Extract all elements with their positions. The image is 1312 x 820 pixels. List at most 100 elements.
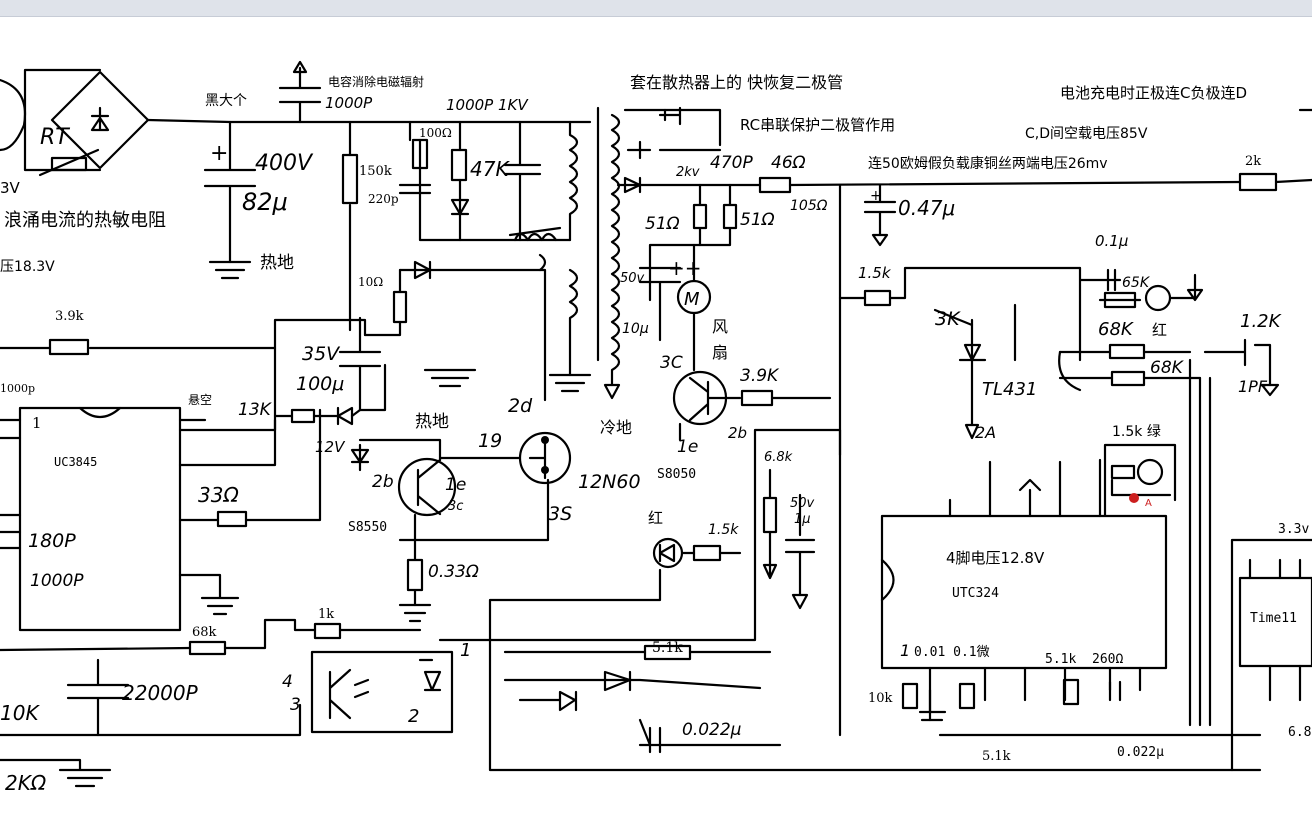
svg-text:2d: 2d (508, 395, 533, 417)
svg-text:0.1μ: 0.1μ (1095, 232, 1128, 250)
svg-text:3K: 3K (935, 308, 961, 330)
svg-text:220p: 220p (368, 192, 399, 206)
svg-text:2b: 2b (728, 424, 747, 442)
optocoupler: 4 3 2 1 (282, 640, 471, 734)
svg-text:10K: 10K (0, 701, 40, 725)
svg-text:0.47μ: 0.47μ (898, 196, 955, 220)
svg-text:2KΩ: 2KΩ (5, 771, 47, 795)
svg-text:0.022μ: 0.022μ (682, 720, 742, 740)
svg-text:3C: 3C (660, 353, 683, 373)
svg-text:++: ++ (668, 256, 702, 280)
svg-text:悬空: 悬空 (188, 393, 212, 407)
svg-text:2: 2 (408, 706, 419, 727)
svg-text:3.9K: 3.9K (740, 366, 780, 386)
svg-text:1μ: 1μ (794, 512, 811, 527)
svg-text:10k: 10k (868, 691, 893, 706)
svg-text:UTC324: UTC324 (952, 586, 999, 601)
transistor-s8050: 1e 2b S8050 (657, 370, 747, 482)
svg-text:1.5k 绿: 1.5k 绿 (1112, 424, 1161, 440)
svg-text:0.33Ω: 0.33Ω (428, 562, 479, 582)
svg-text:黑大个: 黑大个 (205, 93, 247, 109)
svg-text:22000P: 22000P (122, 681, 199, 705)
transistor-s8550: 2b 3c 1e S8550 (348, 457, 466, 535)
svg-text:0.01 0.1微: 0.01 0.1微 (914, 645, 990, 660)
svg-text:5.1k: 5.1k (1045, 652, 1076, 667)
svg-text:5.1k: 5.1k (982, 749, 1011, 764)
svg-text:400V: 400V (255, 151, 314, 176)
svg-text:35V: 35V (302, 343, 341, 365)
startup-resistor-10r: 10Ω (358, 260, 547, 402)
svg-text:电容消除电磁辐射: 电容消除电磁辐射 (328, 74, 424, 89)
transformer-primary (508, 120, 592, 393)
svg-text:热地: 热地 (415, 412, 449, 432)
svg-text:5.1k: 5.1k (652, 640, 683, 656)
svg-text:10Ω: 10Ω (358, 275, 383, 289)
svg-text:2k: 2k (1245, 154, 1261, 169)
timer-chip: Time11 (1238, 576, 1312, 668)
svg-text:扇: 扇 (712, 343, 728, 362)
svg-text:1: 1 (900, 641, 910, 660)
svg-text:3.3v: 3.3v (1278, 522, 1309, 537)
svg-text:1PF: 1PF (1238, 377, 1268, 396)
svg-text:100Ω: 100Ω (419, 126, 452, 140)
svg-text:压18.3V: 压18.3V (0, 259, 55, 275)
svg-text:M: M (684, 289, 700, 310)
svg-text:50v: 50v (620, 271, 645, 286)
svg-text:12V: 12V (315, 438, 346, 456)
capacitor-22000p: 22000P (66, 658, 199, 737)
svg-text:1: 1 (32, 414, 42, 432)
svg-text:S8050: S8050 (657, 467, 696, 482)
svg-text:A: A (1145, 498, 1152, 509)
svg-text:82μ: 82μ (242, 188, 288, 216)
svg-text:65K: 65K (1122, 275, 1151, 291)
svg-text:1.5k: 1.5k (858, 264, 892, 282)
svg-text:51Ω: 51Ω (645, 214, 680, 234)
svg-text:UC3845: UC3845 (54, 455, 97, 469)
svg-text:风: 风 (712, 317, 728, 336)
svg-text:冷地: 冷地 (600, 418, 632, 437)
svg-text:51Ω: 51Ω (740, 210, 775, 230)
svg-text:12N60: 12N60 (578, 471, 641, 493)
svg-text:电池充电时正极连C负极连D: 电池充电时正极连C负极连D (1060, 84, 1247, 102)
svg-text:RC串联保护二极管作用: RC串联保护二极管作用 (740, 116, 895, 134)
svg-text:10μ: 10μ (622, 321, 649, 337)
svg-text:2b: 2b (372, 472, 394, 492)
svg-text:180P: 180P (28, 530, 76, 552)
vcc-capacitor: 35V 100μ (296, 316, 477, 412)
svg-text:TL431: TL431 (982, 379, 1037, 400)
svg-text:2kv: 2kv (676, 165, 700, 180)
svg-text:连50欧姆假负载康铜丝两端电压26mv: 连50欧姆假负载康铜丝两端电压26mv (868, 155, 1108, 172)
svg-text:3V: 3V (0, 179, 21, 197)
svg-text:浪涌电流的热敏电阻: 浪涌电流的热敏电阻 (4, 210, 166, 231)
bulk-capacitor: + 400V 82μ (203, 120, 314, 264)
mosfet-12n60: 2d 3S 12N60 (508, 395, 641, 525)
svg-text:+: + (870, 188, 882, 204)
svg-text:6.8: 6.8 (1288, 725, 1311, 740)
svg-text:68k: 68k (192, 625, 217, 640)
svg-text:13K: 13K (238, 400, 273, 420)
svg-text:68K: 68K (1150, 358, 1185, 378)
svg-text:47K: 47K (470, 157, 510, 181)
input-section: RT 3V 浪涌电流的热敏电阻 压18.3V + 400V 82μ 热地 黑大个… (0, 60, 641, 795)
svg-text:260Ω: 260Ω (1092, 652, 1123, 667)
svg-text:4: 4 (282, 672, 293, 692)
emi-capacitor: 1000P (278, 60, 373, 124)
svg-text:150k: 150k (359, 164, 392, 179)
svg-text:0.022μ: 0.022μ (1117, 745, 1164, 760)
svg-text:50v: 50v (790, 496, 815, 511)
svg-text:2A: 2A (975, 423, 996, 442)
svg-text:1.5k: 1.5k (708, 522, 739, 538)
svg-text:1000P 1KV: 1000P 1KV (446, 96, 529, 114)
green-led-block: A (1103, 443, 1177, 517)
svg-text:470P: 470P (710, 153, 753, 173)
window-top-bar (0, 0, 1312, 17)
svg-text:红: 红 (1152, 321, 1167, 339)
svg-text:3.9k: 3.9k (55, 309, 84, 324)
utc324-chip: 4脚电压12.8V UTC324 1 0.01 0.1微 5.1k 260Ω (880, 514, 1168, 670)
svg-text:1000P: 1000P (325, 94, 373, 112)
svg-text:S8550: S8550 (348, 520, 387, 535)
svg-text:1000p: 1000p (0, 382, 35, 395)
svg-text:1e: 1e (445, 475, 466, 495)
svg-text:33Ω: 33Ω (198, 483, 239, 507)
